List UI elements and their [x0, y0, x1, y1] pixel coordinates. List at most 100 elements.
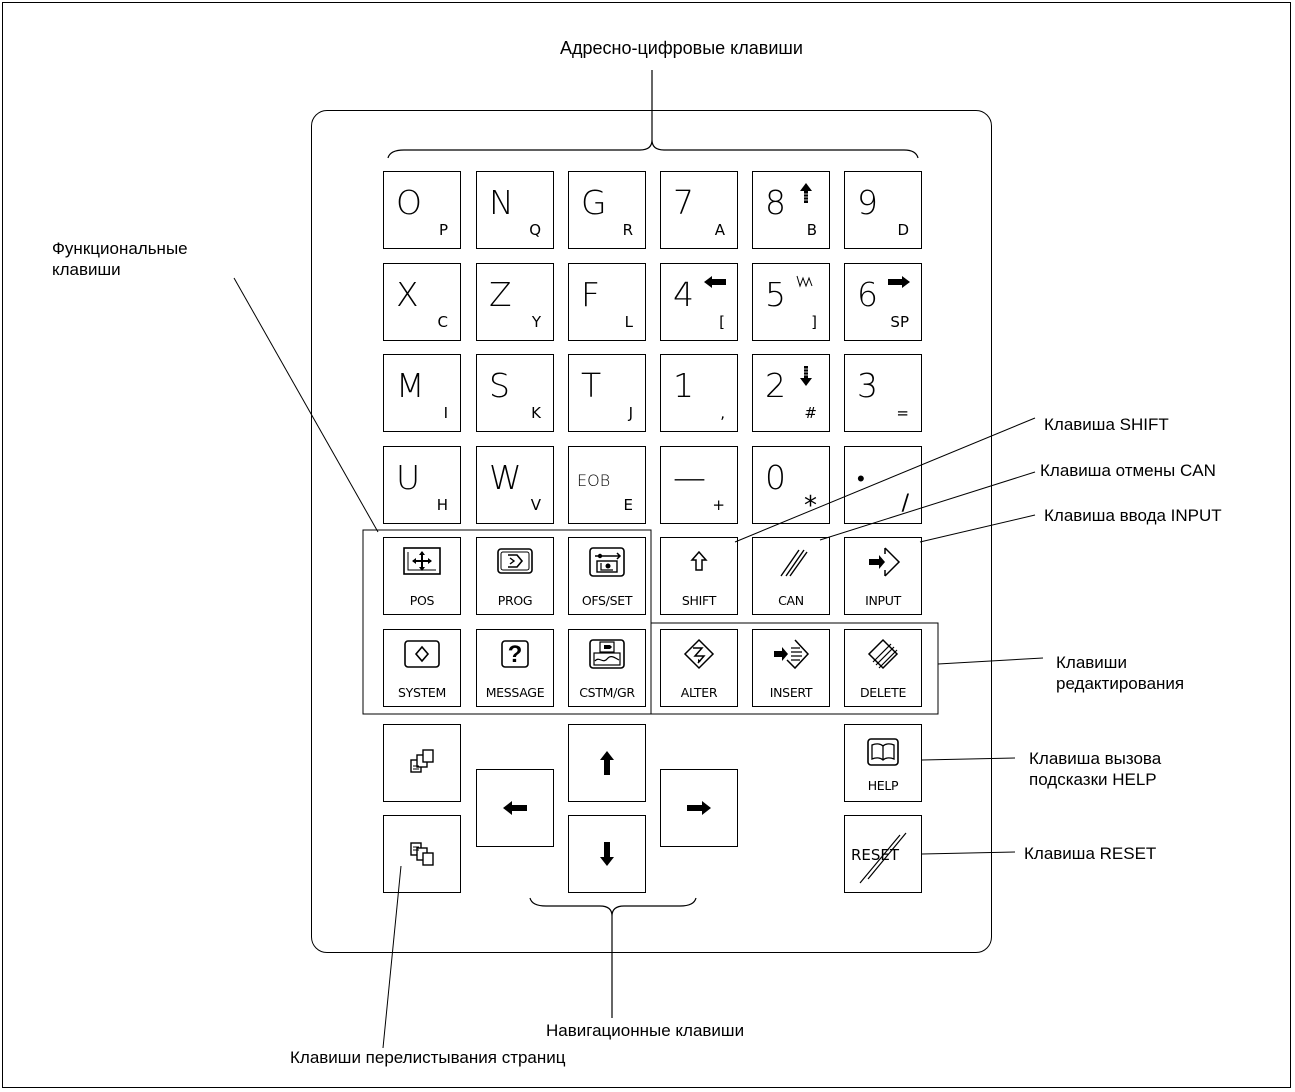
shift-key[interactable]: SHIFT	[660, 537, 738, 615]
page-down-key[interactable]	[383, 815, 461, 893]
pos-key[interactable]: POS	[383, 537, 461, 615]
key-main-char: T	[581, 366, 602, 405]
key-shift-char: Y	[531, 313, 541, 331]
insert-label: INSERT	[769, 685, 813, 700]
key-shift-char: #	[804, 404, 817, 422]
page-up-key[interactable]	[383, 724, 461, 802]
cstm-gr-key[interactable]: CSTM/GR	[568, 629, 646, 707]
key-shift-char: ,	[720, 404, 725, 422]
ofs-set-key[interactable]: OFS/SET	[568, 537, 646, 615]
system-label: SYSTEM	[397, 685, 447, 700]
key-main-char: 3	[857, 366, 878, 405]
delete-label: DELETE	[859, 685, 907, 700]
key-shift-char: E	[623, 496, 633, 514]
address-keys-label: Адресно-цифровые клавиши	[560, 38, 803, 58]
address-key[interactable]: —+	[660, 446, 738, 524]
key-main-char: 7	[673, 183, 694, 222]
edit-label-line2: редактирования	[1056, 674, 1185, 693]
insert-key[interactable]: INSERT	[752, 629, 830, 707]
key-main-char: O	[396, 183, 422, 222]
key-shift-char: J	[628, 404, 633, 422]
cursor-left-key[interactable]	[476, 769, 554, 847]
help-key-label: Клавиша вызова подсказки HELP	[1029, 748, 1161, 790]
cursor-up-key[interactable]	[568, 724, 646, 802]
key-main-char: U	[396, 458, 421, 497]
key-main-char: X	[396, 275, 419, 314]
page-down-icon	[410, 842, 434, 866]
edit-label-line1: Клавиши	[1056, 653, 1127, 672]
message-question-icon: ?	[501, 640, 529, 668]
key-shift-char: P	[438, 221, 448, 239]
address-key[interactable]: 0*	[752, 446, 830, 524]
navigation-keys-label: Навигационные клавиши	[546, 1021, 745, 1040]
page-up-icon	[410, 749, 434, 773]
address-key[interactable]: 5]	[752, 263, 830, 341]
cursor-down-key[interactable]	[568, 815, 646, 893]
key-main-char: W	[489, 458, 522, 497]
key-main-char: —	[673, 458, 706, 497]
help-key[interactable]: HELP	[844, 724, 922, 802]
alter-icon	[683, 638, 715, 670]
position-icon	[403, 547, 441, 575]
up-arrow-icon	[600, 751, 614, 775]
functional-keys-label: Функциональные клавиши	[52, 238, 188, 280]
key-main-char: S	[489, 366, 510, 405]
wave-icon	[795, 274, 815, 295]
system-key[interactable]: SYSTEM	[383, 629, 461, 707]
alter-key[interactable]: ALTER	[660, 629, 738, 707]
reset-key[interactable]: RESET	[844, 815, 922, 893]
key-shift-char: [	[719, 313, 725, 331]
input-key[interactable]: INPUT	[844, 537, 922, 615]
key-shift-char: +	[712, 496, 725, 514]
delete-key[interactable]: DELETE	[844, 629, 922, 707]
help-label-line2: подсказки HELP	[1029, 770, 1157, 789]
address-key[interactable]: 4[	[660, 263, 738, 341]
key-shift-char: I	[443, 404, 448, 422]
key-main-char: G	[581, 183, 607, 222]
message-key[interactable]: ? MESSAGE	[476, 629, 554, 707]
key-main-char: Z	[489, 275, 512, 314]
key-main-char: 4	[673, 275, 694, 314]
key-shift-char: R	[622, 221, 633, 239]
ofs-set-label: OFS/SET	[581, 593, 633, 608]
key-shift-char: D	[897, 221, 909, 239]
cursor-right-key[interactable]	[660, 769, 738, 847]
key-main-char: M	[396, 366, 425, 405]
address-key[interactable]: •/	[844, 446, 922, 524]
key-shift-char: /	[901, 491, 909, 516]
address-key[interactable]: 1,	[660, 354, 738, 432]
prog-key[interactable]: PROG	[476, 537, 554, 615]
cstm-gr-label: CSTM/GR	[579, 685, 635, 700]
address-key[interactable]: 2#	[752, 354, 830, 432]
shift-label: SHIFT	[681, 593, 717, 608]
prog-label: PROG	[497, 593, 533, 608]
page-keys-label: Клавиши перелистывания страниц	[290, 1048, 566, 1067]
shift-key-label: Клавиша SHIFT	[1044, 415, 1169, 434]
input-label: INPUT	[865, 593, 901, 608]
key-main-char: 0	[765, 458, 786, 497]
key-shift-char: H	[436, 496, 448, 514]
graph-icon	[589, 639, 625, 669]
address-key[interactable]: 3=	[844, 354, 922, 432]
key-main-char: 9	[857, 183, 878, 222]
can-key[interactable]: CAN	[752, 537, 830, 615]
key-main-char: N	[489, 183, 514, 222]
